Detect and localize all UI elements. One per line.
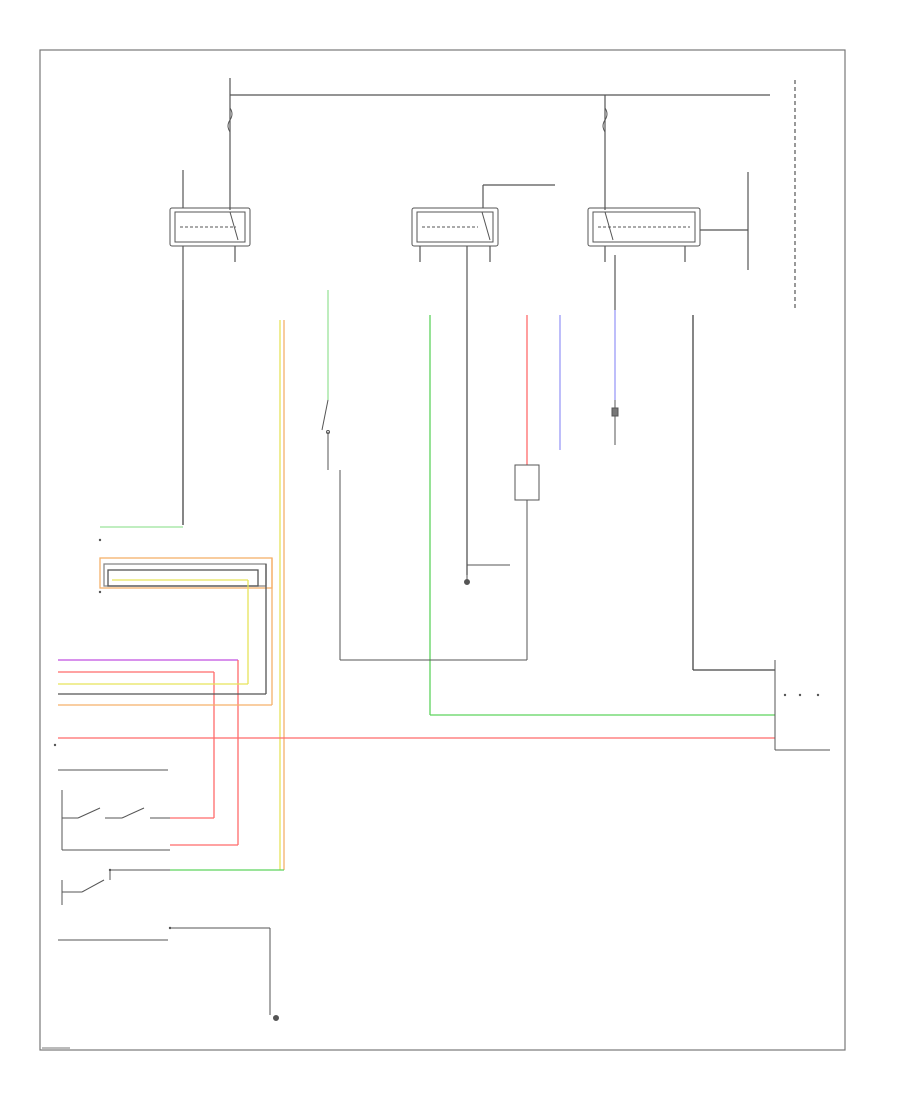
switch-icon	[58, 769, 170, 851]
relay-output-stubs	[182, 246, 686, 310]
relay-icon	[411, 207, 499, 247]
relay-icon	[169, 207, 251, 247]
switch-icon	[321, 399, 528, 661]
power-bus	[229, 78, 796, 310]
relay-icon	[587, 207, 701, 247]
switch-icon	[58, 869, 279, 1021]
ground-icon	[464, 564, 510, 585]
terminal-dots	[53, 538, 820, 930]
lower-harness	[58, 558, 775, 845]
connector-icon	[774, 660, 830, 751]
switch-wires	[170, 817, 284, 871]
diagram-border	[39, 49, 846, 1051]
fuse-icon	[227, 107, 608, 133]
connector-icon	[99, 526, 273, 589]
relay-supply-wires	[182, 170, 749, 270]
vertical-wires	[182, 290, 775, 870]
resistor-block	[514, 464, 540, 501]
sensor-icon	[611, 400, 619, 445]
